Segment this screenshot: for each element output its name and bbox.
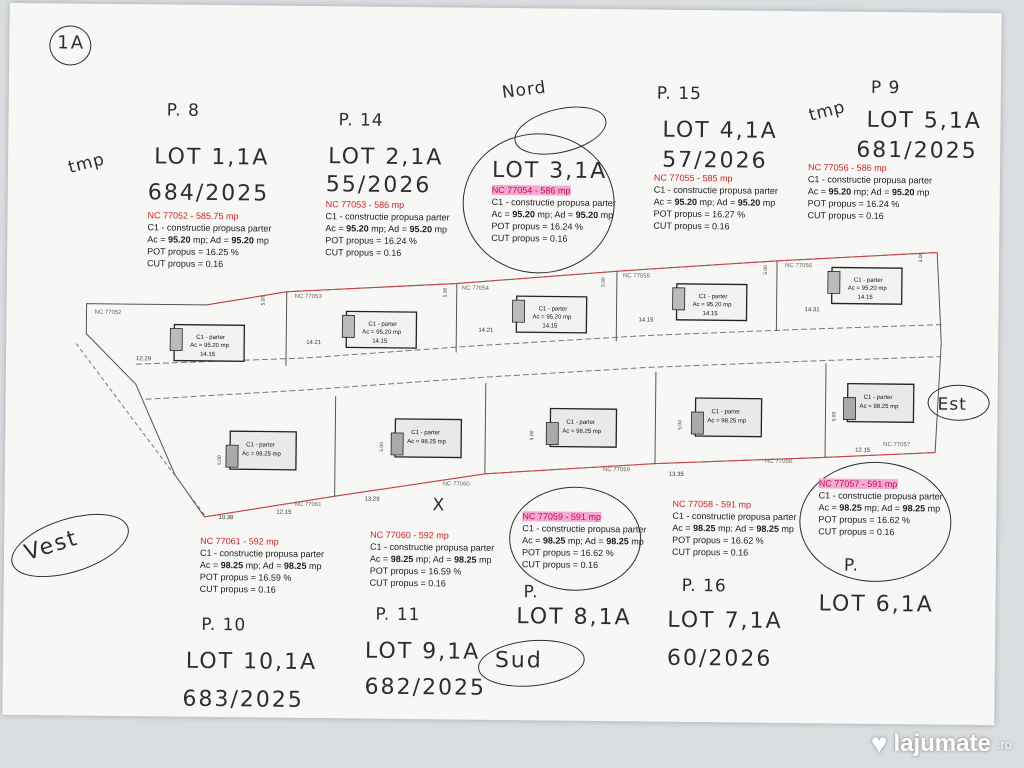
plan-dimension-vertical: 5.00 (677, 420, 683, 430)
plan-nc-label: NC 77061 (294, 502, 322, 508)
house-dimension: 14.15 (542, 323, 558, 329)
house-area: Ac = 98.25 mp (562, 429, 602, 435)
house-annex (390, 432, 404, 456)
north-boundary (206, 252, 938, 306)
house-area: Ac = 95.20 mp (362, 330, 402, 336)
plan-dimension: 12.15 (276, 510, 292, 516)
plan-dimension-vertical: 5.00 (918, 252, 924, 262)
house-annex (225, 444, 239, 468)
house-label: C1 - parter (699, 294, 728, 300)
plan-nc-label: NC 77057 (883, 442, 911, 448)
house-annex (690, 411, 704, 435)
house-area: Ac = 98.25 mp (407, 439, 447, 445)
house-area: Ac = 98.25 mp (707, 418, 747, 424)
plan-dimension-vertical: 5.00 (443, 287, 449, 297)
bottom-lot-divider (654, 371, 657, 464)
house-dimension: 14.15 (703, 311, 719, 317)
top-lot-divider (775, 260, 778, 331)
house-footprint (694, 397, 763, 438)
plan-dimension: 14.31 (805, 307, 821, 313)
heart-logo-icon: ♥ (870, 728, 888, 759)
south-boundary (204, 452, 936, 518)
house-annex (827, 271, 841, 294)
plan-dimension-vertical: 5.00 (261, 296, 267, 306)
road-edge-north (135, 324, 942, 365)
plan-nc-label: NC 77054 (462, 286, 490, 292)
house-area: Ac = 98.25 mp (242, 451, 282, 457)
house-dimension: 14.15 (372, 339, 388, 345)
plan-nc-label: NC 77052 (94, 310, 122, 316)
house-label: C1 - parter (196, 335, 225, 341)
plan-nc-label: NC 77055 (623, 273, 651, 279)
plan-dimension-vertical: 5.00 (763, 265, 769, 275)
plan-nc-label: NC 77053 (295, 294, 323, 300)
house-annex (512, 299, 526, 323)
plan-dimension-vertical: 5.00 (601, 277, 607, 287)
house-area: Ac = 95.20 mp (848, 286, 888, 292)
house-label: C1 - parter (246, 442, 275, 448)
plan-dimension-vertical: 5.00 (529, 430, 535, 440)
house-footprint (549, 407, 618, 448)
house-area: Ac = 95.20 mp (693, 302, 733, 308)
house-footprint (394, 418, 463, 459)
house-label: C1 - parter (864, 395, 893, 401)
house-annex (672, 287, 686, 311)
watermark-brand: lajumate (893, 730, 991, 757)
house-label: C1 - parter (368, 322, 397, 328)
plan-nc-label: NC 77059 (603, 467, 631, 473)
west-access-line (75, 343, 205, 516)
plan-dimension: 13.29 (365, 497, 381, 503)
plan-dimension: 12.15 (855, 448, 871, 454)
house-annex (341, 314, 355, 338)
plan-dimension-vertical: 5.00 (379, 442, 385, 452)
road-edge-south (145, 356, 942, 400)
top-lot-divider (455, 283, 458, 353)
house-label: C1 - parter (854, 278, 883, 284)
house-dimension: 14.15 (200, 352, 216, 358)
house-label: C1 - parter (711, 409, 740, 415)
house-annex (169, 328, 183, 352)
house-label: C1 - parter (566, 420, 595, 426)
plan-dimension: 14.15 (638, 317, 654, 323)
house-area: Ac = 98.25 mp (860, 404, 900, 410)
house-area: Ac = 95.20 mp (190, 343, 230, 349)
house-dimension: 14.15 (858, 295, 874, 301)
plan-dimension: 14.21 (306, 340, 322, 346)
parcel-outline (85, 252, 942, 518)
plan-dimension: 10.38 (218, 515, 234, 521)
plan-nc-label: NC 77056 (785, 263, 813, 269)
house-label: C1 - parter (411, 430, 440, 436)
bottom-lot-divider (334, 396, 337, 497)
plan-nc-label: NC 77058 (765, 459, 793, 465)
plan-dimension: 12.29 (136, 356, 152, 362)
watermark-tld: .ro (996, 736, 1012, 752)
top-lot-divider (615, 271, 618, 342)
house-annex (545, 422, 559, 445)
top-lot-divider (285, 291, 288, 366)
plan-dimension: 14.21 (478, 328, 494, 334)
plan-nc-label: NC 77060 (443, 481, 471, 487)
house-label: C1 - parter (539, 306, 568, 312)
plan-dimension-vertical: 5.00 (831, 412, 837, 422)
house-footprint (846, 382, 915, 423)
house-annex (843, 397, 857, 421)
plan-dimension: 13.35 (669, 472, 685, 478)
bottom-lot-divider (484, 382, 487, 474)
house-footprint (229, 430, 297, 471)
bottom-lot-divider (824, 363, 827, 458)
watermark: ♥ lajumate .ro (871, 728, 1012, 760)
plan-dimension-vertical: 5.00 (217, 455, 223, 465)
site-plan-drawing: C1 - parter Ac = 95.20 mp 14.15 C1 - parter… (75, 252, 942, 521)
house-area: Ac = 95.20 mp (532, 314, 572, 320)
